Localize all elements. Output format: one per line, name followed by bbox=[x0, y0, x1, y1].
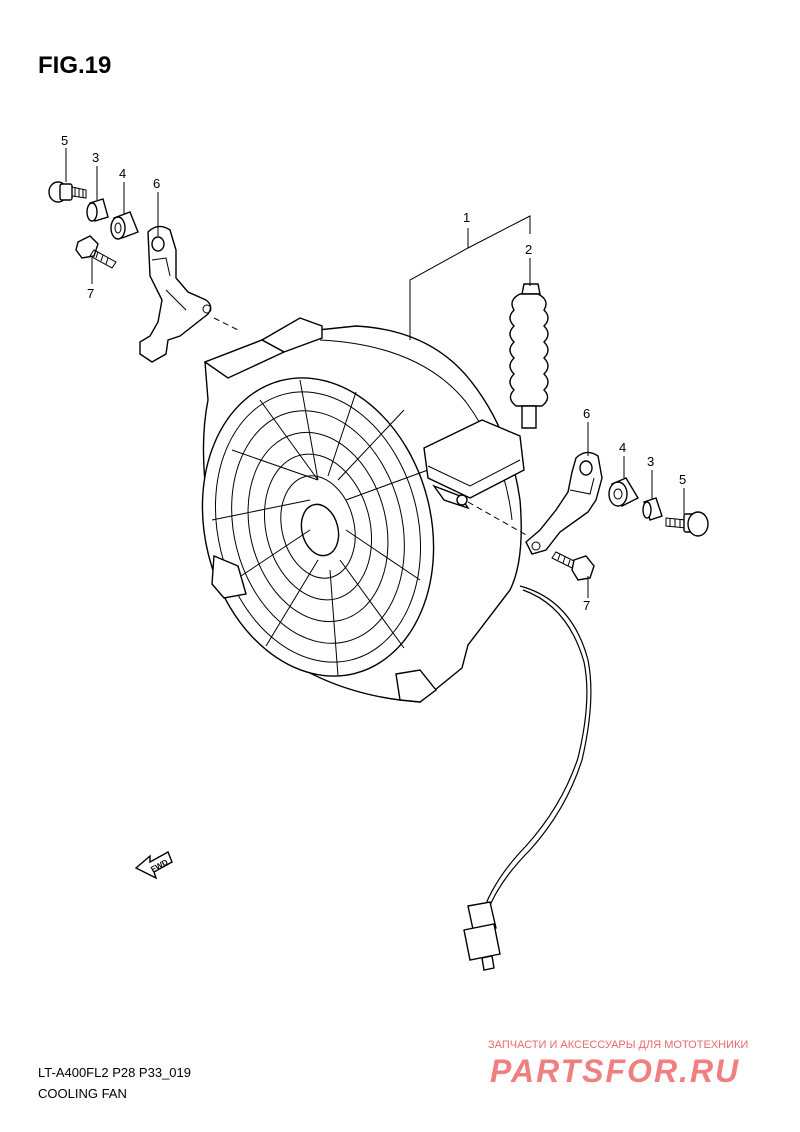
callout-1: 1 bbox=[463, 210, 470, 225]
fwd-arrow-icon: FWD bbox=[134, 851, 173, 880]
bracket-part-6-right bbox=[525, 451, 603, 555]
model-code: LT-A400FL2 P28 P33_019 bbox=[38, 1065, 191, 1080]
grommet-part-4-left bbox=[110, 211, 139, 240]
callout-4-right: 4 bbox=[619, 440, 626, 455]
callout-7-left: 7 bbox=[87, 286, 94, 301]
harness-connector bbox=[463, 901, 501, 971]
callout-leaders bbox=[65, 148, 685, 598]
callout-6-left: 6 bbox=[153, 176, 160, 191]
assembly-dashed-line-right bbox=[467, 501, 529, 537]
callout-7-right: 7 bbox=[583, 598, 590, 613]
callout-4-left: 4 bbox=[119, 166, 126, 181]
collar-part-3-right bbox=[642, 497, 663, 521]
wiring-harness bbox=[487, 585, 592, 911]
callout-3-left: 3 bbox=[92, 150, 99, 165]
bolt-part-7-right bbox=[551, 551, 595, 581]
collar-part-3-left bbox=[86, 198, 109, 222]
callout-5-right: 5 bbox=[679, 472, 686, 487]
callout-6-right: 6 bbox=[583, 406, 590, 421]
assembly-dashed-line-left bbox=[213, 317, 239, 331]
cooling-fan-assembly bbox=[201, 317, 525, 703]
callout-5-left: 5 bbox=[61, 133, 68, 148]
thermo-switch-part-2 bbox=[509, 283, 549, 429]
bracket-part-6-left bbox=[139, 225, 212, 363]
grommet-part-4-right bbox=[608, 477, 639, 507]
figure-title: FIG.19 bbox=[38, 52, 111, 79]
wiring-harness-inner bbox=[484, 589, 588, 907]
callout-2: 2 bbox=[525, 242, 532, 257]
watermark-tagline: ЗАПЧАСТИ И АКСЕССУАРЫ ДЛЯ МОТОТЕХНИКИ bbox=[488, 1039, 748, 1051]
bolt-part-5-left bbox=[48, 181, 87, 203]
callout-3-right: 3 bbox=[647, 454, 654, 469]
watermark-brand: PARTSFOR.RU bbox=[490, 1053, 740, 1089]
bolt-part-7-left bbox=[75, 235, 117, 269]
bolt-part-5-right bbox=[665, 511, 709, 537]
figure-caption: COOLING FAN bbox=[38, 1086, 127, 1101]
